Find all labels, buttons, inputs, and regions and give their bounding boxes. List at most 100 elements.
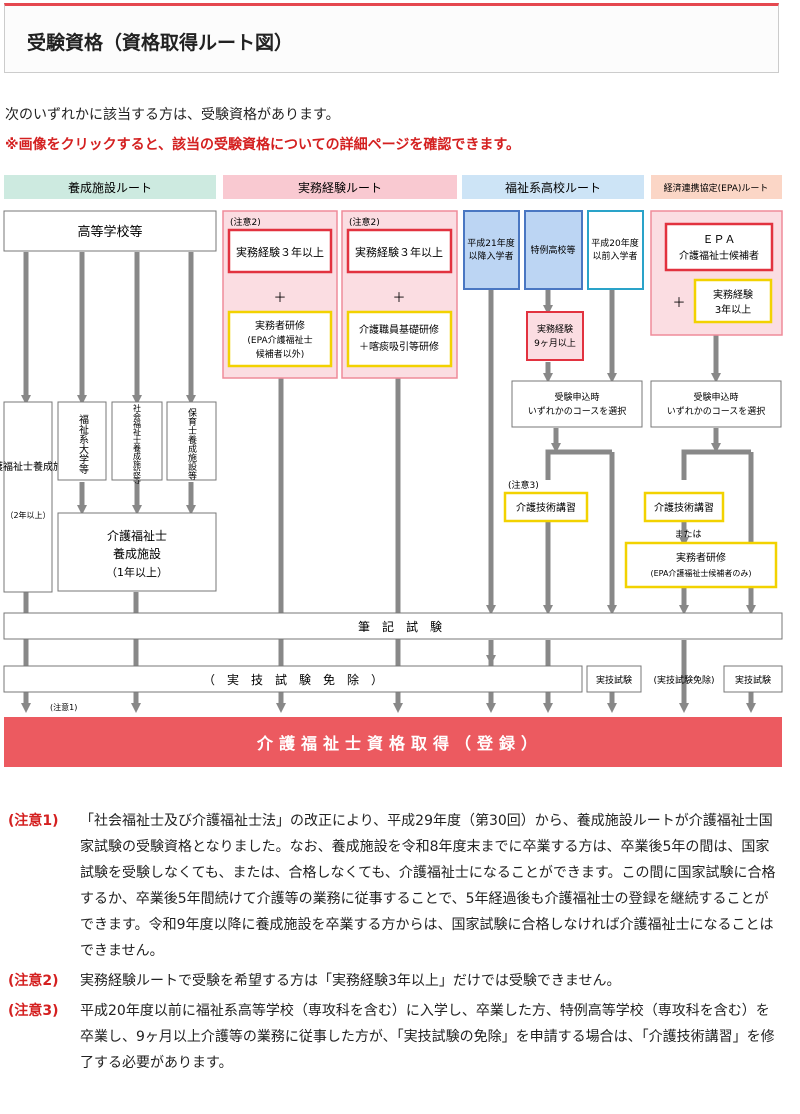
route-header-epa-label: 経済連携協定(EPA)ルート	[664, 182, 769, 194]
jitsugi-shiken-label-1: 実技試験	[596, 674, 632, 686]
route-header-yosei-label: 養成施設ルート	[68, 180, 152, 195]
note-2-tag: (注意2)	[8, 973, 59, 989]
jitsumusha-kenshu-l2: (EPA介護福祉士	[247, 334, 312, 346]
jitsumusha-kenshu-l1: 実務者研修	[255, 319, 305, 332]
gijutsu-box-2[interactable]	[643, 491, 725, 523]
kaigo-yosei-1yr-l3: （1年以上）	[106, 565, 168, 579]
note-1-tag: (注意1)	[8, 813, 59, 829]
notes-section: (注意1) 「社会福祉士及び介護福祉士法」の改正により、平成29年度（第30回）…	[8, 808, 780, 1080]
jitsumu-3yr-box-1[interactable]	[227, 228, 333, 274]
plus-2: ＋	[392, 291, 405, 306]
kaigo-yosei-2yr-box[interactable]	[3, 401, 53, 593]
jitsumu-3yr-label-2: 実務経験３年以上	[355, 245, 443, 259]
epa-kouho-box[interactable]	[664, 222, 774, 272]
click-notice: ※画像をクリックすると、該当の受験資格についての詳細ページを確認できます。	[5, 137, 520, 153]
gijutsu-box-1[interactable]	[503, 491, 589, 523]
plus-epa: ＋	[672, 296, 685, 311]
gijutsu-2-label: 介護技術講習	[654, 501, 714, 514]
note-1-text: 「社会福祉士及び介護福祉士法」の改正により、平成29年度（第30回）から、養成施…	[80, 813, 776, 959]
note-2-text: 実務経験ルートで受験を希望する方は「実務経験3年以上」だけでは受験できません。	[80, 973, 621, 989]
jitsumu-9m-box[interactable]	[526, 311, 584, 361]
kaigo-yosei-2yr-sub: （2年以上）	[5, 510, 50, 520]
h21-box[interactable]	[463, 210, 520, 290]
epa-jitsumu-l1: 実務経験	[713, 288, 753, 301]
moushikomi-1-l2: いずれかのコースを選択	[528, 405, 627, 417]
branch-lines	[545, 449, 751, 480]
shakai-yosei-box[interactable]	[111, 401, 163, 481]
chui2-label-1: (注意2)	[230, 216, 261, 228]
moushikomi-2-l2: いずれかのコースを選択	[667, 405, 766, 417]
moushikomi-1-l1: 受験申込時	[554, 391, 599, 403]
qualification-route-diagram[interactable]: 養成施設ルート 実務経験ルート 福祉系高校ルート 経済連携協定(EPA)ルート	[0, 170, 790, 780]
h21-l1: 平成21年度	[467, 237, 514, 249]
shakai-yosei-label: 社会福祉士養成施設等	[133, 403, 142, 484]
epa-kouho-l2: 介護福祉士候補者	[679, 249, 759, 262]
route-header-fukushi-label: 福祉系高校ルート	[505, 180, 601, 195]
jitsugi-shiken-label-2: 実技試験	[735, 674, 771, 686]
koto-gakko-label: 高等学校等	[77, 224, 142, 240]
route-header-jitsumu[interactable]	[223, 175, 457, 199]
plus-1: ＋	[273, 291, 286, 306]
note-3-tag: (注意3)	[8, 1003, 59, 1019]
kaigo-yosei-1yr-l2: 養成施設	[113, 546, 161, 561]
h20-box[interactable]	[587, 210, 644, 290]
route-header-fukushi[interactable]	[462, 175, 644, 199]
route-header-epa[interactable]	[651, 175, 782, 199]
epa-kenshu-box[interactable]	[624, 541, 778, 589]
jitsumu-9m-l1: 実務経験	[537, 323, 573, 335]
jitsumu-3yr-box-2[interactable]	[346, 228, 453, 274]
epa-kenshu-l2: (EPA介護福祉士候補者のみ)	[650, 568, 751, 578]
jitsumu-3yr-label-1: 実務経験３年以上	[236, 245, 324, 259]
intro-text: 次のいずれかに該当する方は、受験資格があります。	[5, 107, 340, 123]
hoiku-yosei-label: 保育士養成施設等	[186, 407, 197, 480]
final-bar[interactable]	[4, 717, 782, 767]
jitsumusha-kenshu-box[interactable]	[227, 310, 333, 368]
page-title-box: 受験資格（資格取得ルート図）	[4, 3, 779, 73]
final-label: 介護福祉士資格取得（登録）	[256, 734, 543, 753]
hikki-shiken-label: 筆 記 試 験	[358, 619, 442, 634]
fukushi-daigaku-box[interactable]	[57, 401, 107, 481]
jitsugi-shiken-box-2[interactable]	[723, 665, 783, 693]
jitsugi-shiken-box-1[interactable]	[586, 665, 642, 693]
h20-l2: 以前入学者	[592, 250, 637, 262]
jitsugi-menjo-small: (実技試験免除)	[653, 674, 714, 686]
note-3: (注意3) 平成20年度以前に福祉系高等学校（専攻科を含む）に入学し、卒業した方…	[8, 998, 780, 1076]
kaigo-yosei-1yr-l1: 介護福祉士	[107, 528, 167, 543]
hikki-shiken-bar[interactable]	[3, 612, 783, 640]
kiso-kenshu-l1: 介護職員基礎研修	[359, 323, 439, 336]
gijutsu-1-label: 介護技術講習	[516, 501, 576, 514]
flow-arrows	[21, 252, 756, 713]
h20-l1: 平成20年度	[591, 237, 638, 249]
mataha-label: または	[674, 529, 701, 540]
note-1: (注意1) 「社会福祉士及び介護福祉士法」の改正により、平成29年度（第30回）…	[8, 808, 780, 964]
fukushi-daigaku-label: 福祉系大学等	[77, 413, 89, 474]
hoiku-yosei-box[interactable]	[166, 401, 217, 481]
chui2-label-2: (注意2)	[349, 216, 380, 228]
h21-l2: 以降入学者	[468, 250, 513, 262]
page-title: 受験資格（資格取得ルート図）	[27, 32, 294, 54]
kaigo-yosei-1yr-box[interactable]	[57, 512, 217, 592]
chui1-label: (注意1)	[50, 702, 77, 712]
epa-jitsumu-box[interactable]	[693, 278, 773, 324]
route-header-jitsumu-label: 実務経験ルート	[298, 180, 382, 195]
moushikomi-2-l1: 受験申込時	[693, 391, 738, 403]
jitsumu-9m-l2: 9ヶ月以上	[534, 338, 576, 349]
epa-jitsumu-l2: 3年以上	[715, 303, 751, 316]
route-header-yosei[interactable]	[4, 175, 216, 199]
note-2: (注意2) 実務経験ルートで受験を希望する方は「実務経験3年以上」だけでは受験で…	[8, 968, 780, 994]
jitsugi-menjo-bar[interactable]	[3, 665, 583, 693]
kiso-kenshu-l2: ＋喀痰吸引等研修	[359, 340, 439, 353]
chui3-label: (注意3)	[508, 479, 539, 491]
kiso-kenshu-box[interactable]	[346, 310, 453, 368]
jitsumusha-kenshu-l3: 候補者以外)	[256, 348, 305, 360]
jitsugi-menjo-label: （ 実 技 試 験 免 除 ）	[203, 672, 383, 687]
tokurei-box[interactable]	[524, 210, 583, 290]
tokurei-label: 特例高校等	[530, 244, 575, 256]
koto-gakko-box[interactable]	[3, 210, 217, 252]
epa-kouho-l1: ＥＰＡ	[703, 233, 736, 246]
moushikomi-box-2[interactable]	[650, 380, 782, 428]
moushikomi-box-1[interactable]	[511, 380, 643, 428]
epa-kenshu-l1: 実務者研修	[676, 551, 726, 564]
note-3-text: 平成20年度以前に福祉系高等学校（専攻科を含む）に入学し、卒業した方、特例高等学…	[80, 1003, 775, 1071]
